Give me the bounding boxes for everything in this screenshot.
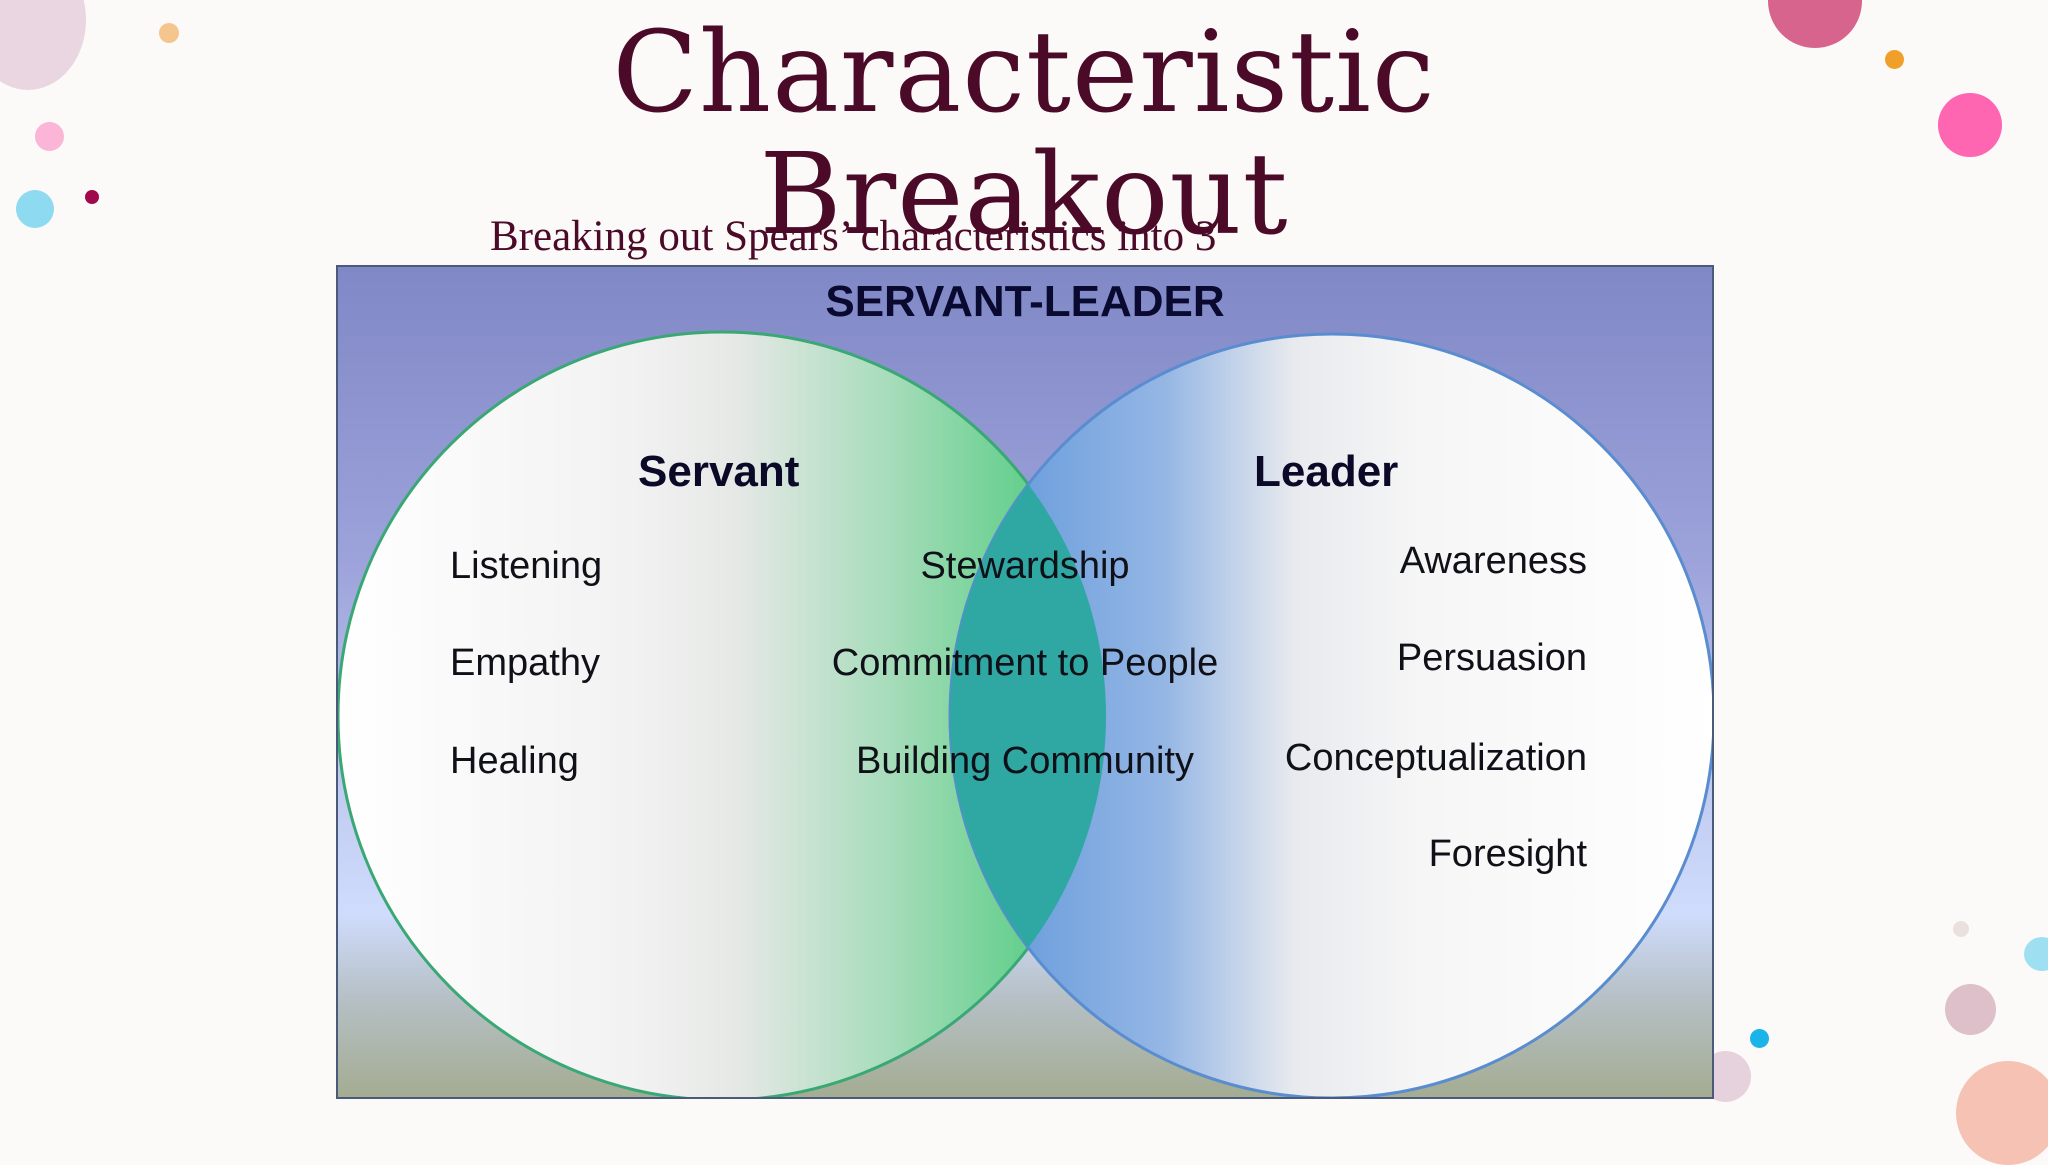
leader-item: Persuasion: [1396, 637, 1587, 679]
diagram-header: SERVANT-LEADER: [825, 277, 1225, 326]
decor-dot: [1750, 1029, 1769, 1048]
leader-item: Conceptualization: [1284, 737, 1587, 779]
decor-dot: [1956, 1061, 2048, 1165]
leader-label: Leader: [1254, 447, 1399, 496]
venn-circles: [338, 330, 1712, 1097]
decor-dot: [16, 190, 54, 228]
title-line-1: Characteristic: [612, 8, 1436, 138]
overlap-item: Building Community: [856, 740, 1194, 782]
servant-label: Servant: [638, 447, 800, 496]
decor-dot: [2024, 937, 2048, 971]
overlap-item: Commitment to People: [831, 642, 1219, 684]
decor-dot: [1953, 921, 1969, 937]
decor-dot: [85, 190, 99, 204]
overlap-item: Stewardship: [920, 545, 1130, 587]
leader-item: Awareness: [1399, 540, 1587, 582]
decor-dot: [1945, 984, 1996, 1035]
decor-dot: [1885, 50, 1904, 69]
decor-dot: [1938, 93, 2002, 157]
decor-dot: [35, 122, 64, 151]
venn-diagram: SERVANT-LEADER Servant Listening Empathy…: [336, 265, 1714, 1099]
servant-item: Healing: [450, 740, 579, 782]
title-line-2: Breakout: [759, 130, 1289, 260]
slide-subtitle: Breaking out Spears’ characteristics int…: [490, 213, 1217, 260]
slide-title: Characteristic Breakout: [0, 12, 2048, 256]
servant-item: Empathy: [450, 642, 600, 684]
servant-item: Listening: [450, 545, 603, 587]
leader-item: Foresight: [1428, 833, 1587, 875]
decor-dot: [159, 23, 179, 43]
